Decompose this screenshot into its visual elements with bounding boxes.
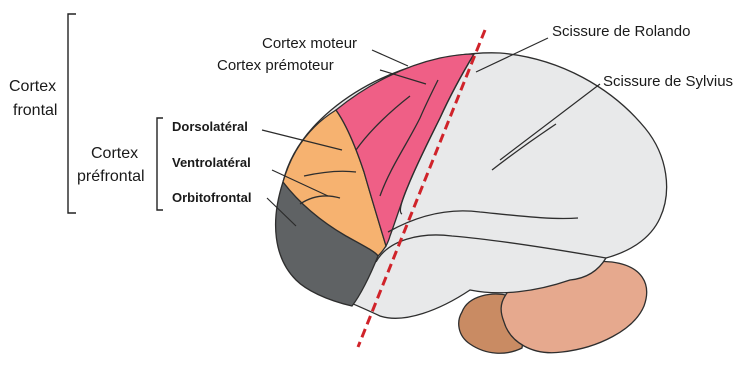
label-ventrolateral: Ventrolatéral [172,155,251,170]
label-cortex-frontal-1: Cortex [9,78,56,95]
label-cortex-frontal-2: frontal [13,102,57,119]
label-cortex-prefrontal-2: préfrontal [77,168,145,185]
label-orbitofrontal: Orbitofrontal [172,190,251,205]
label-cortex-premoteur: Cortex prémoteur [217,57,334,74]
label-scissure-sylvius: Scissure de Sylvius [603,73,733,90]
bracket-cortex-prefrontal [157,118,163,210]
label-scissure-rolando: Scissure de Rolando [552,23,690,40]
label-dorsolateral: Dorsolatéral [172,119,248,134]
label-cortex-moteur: Cortex moteur [262,35,357,52]
bracket-cortex-frontal [68,14,76,213]
label-cortex-prefrontal-1: Cortex [91,145,138,162]
